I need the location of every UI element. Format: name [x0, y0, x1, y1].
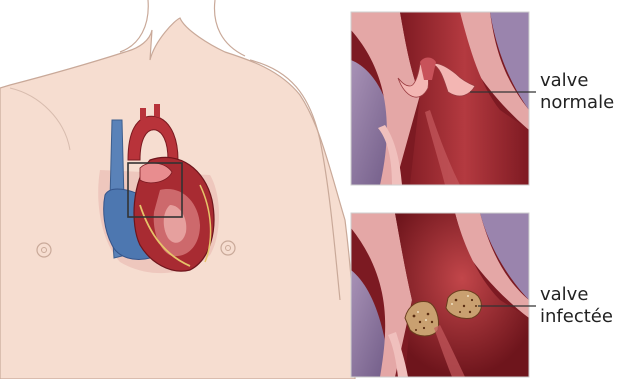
infected-valve-inset	[351, 213, 529, 377]
normal-valve-label: valve normale	[540, 70, 614, 114]
infected-valve-label-line1: valve	[540, 284, 613, 306]
infected-valve-label-line2: infectée	[540, 306, 613, 328]
infected-valve-label: valve infectée	[540, 284, 613, 328]
normal-valve-inset	[351, 12, 529, 185]
normal-valve-label-line1: valve	[540, 70, 614, 92]
normal-valve-label-line2: normale	[540, 92, 614, 114]
